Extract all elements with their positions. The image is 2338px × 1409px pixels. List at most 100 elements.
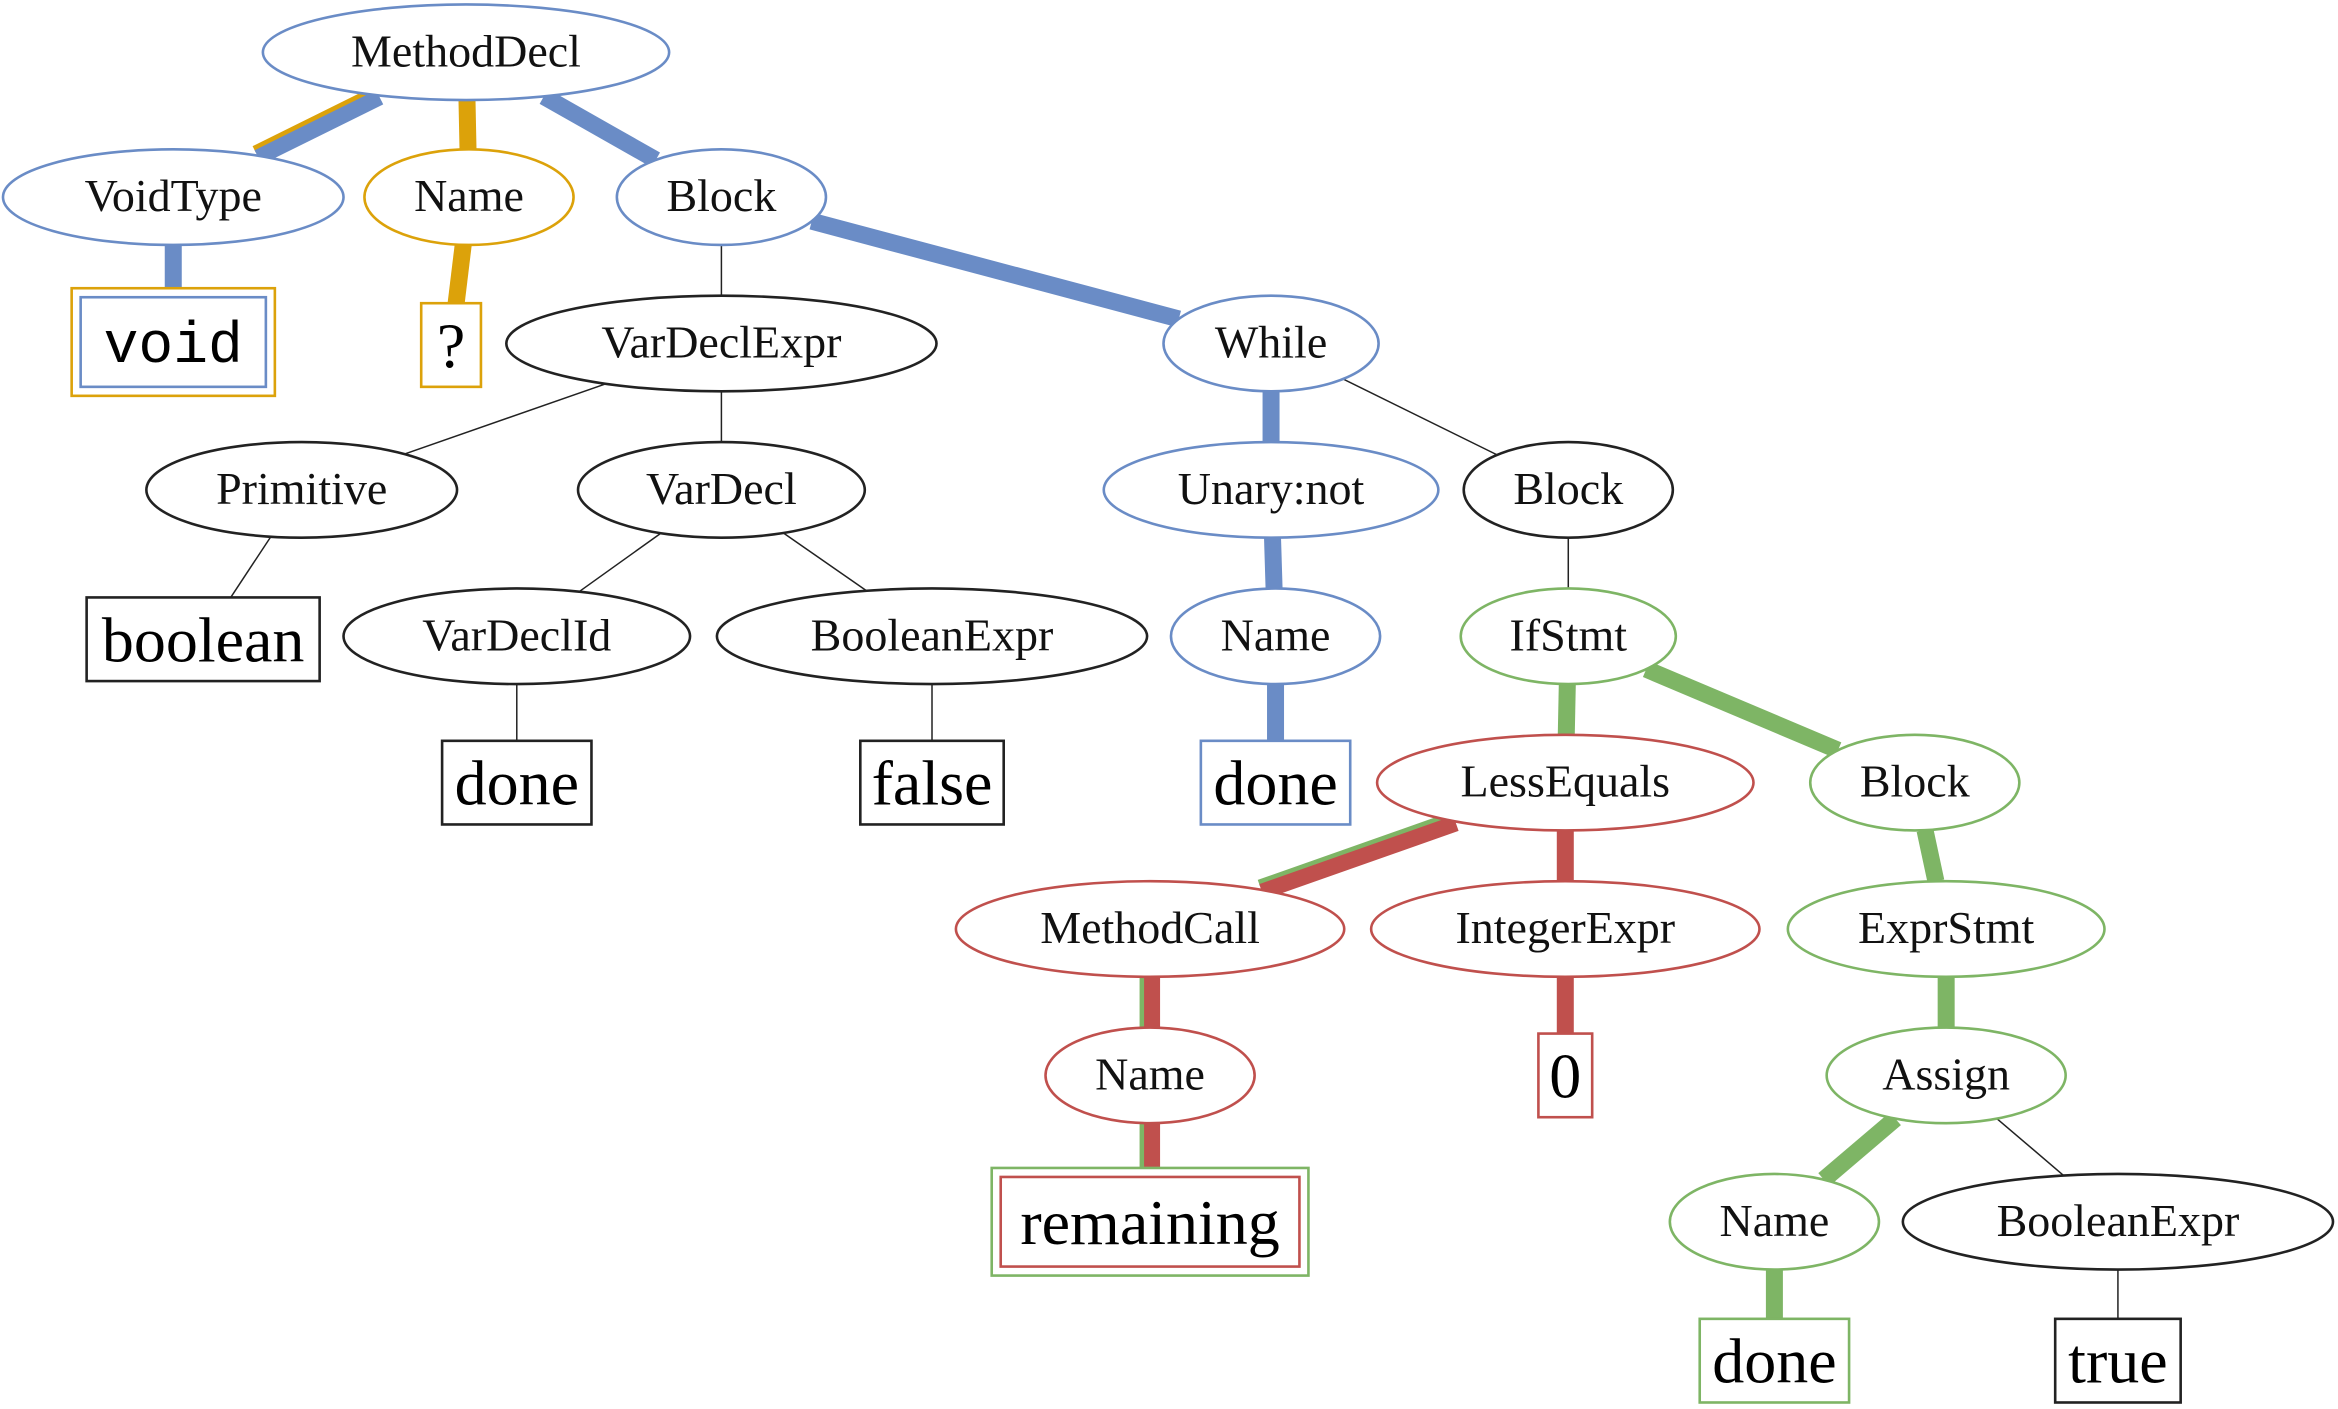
token-box-frame xyxy=(440,739,593,826)
token-box-frame xyxy=(1199,739,1352,826)
node-label: BooleanExpr xyxy=(811,609,1054,660)
tree-node-while: While xyxy=(1162,294,1380,393)
tree-node-block: Block xyxy=(615,148,828,247)
edge-n29-n30 xyxy=(1818,1112,1901,1187)
node-ellipse xyxy=(363,148,575,247)
token-box-frame xyxy=(859,739,1005,826)
node-ellipse xyxy=(1808,733,2021,832)
edge-line xyxy=(1264,537,1283,589)
token-box-frame xyxy=(999,1175,1301,1268)
node-ellipse xyxy=(342,587,692,686)
node-label: VarDecl xyxy=(646,463,797,514)
node-ellipse xyxy=(1462,440,1675,539)
token-text: ? xyxy=(437,310,465,381)
tree-node-name: Name xyxy=(363,148,575,247)
edge-line xyxy=(1342,378,1498,456)
node-label: BooleanExpr xyxy=(1997,1195,2240,1246)
tree-node-primitive: Primitive xyxy=(145,440,459,539)
node-label: Block xyxy=(1860,756,1970,807)
edge-n21-n22 xyxy=(1257,811,1459,900)
node-label: LessEquals xyxy=(1461,756,1671,807)
edge-line xyxy=(1916,828,1945,884)
edge-line xyxy=(230,536,272,598)
edge-n7-n8 xyxy=(404,383,607,455)
edge-n23-n24 xyxy=(1139,1123,1161,1171)
node-label: Primitive xyxy=(216,463,387,514)
tree-node-name: Name xyxy=(1169,587,1382,686)
tree-node-booleanexpr: BooleanExpr xyxy=(1901,1172,2335,1271)
edge-n20-n27 xyxy=(1642,661,1842,759)
node-label: IfStmt xyxy=(1509,609,1627,660)
node-label: ExprStmt xyxy=(1858,902,2035,953)
edge-line xyxy=(458,99,477,150)
token-box-frame xyxy=(2053,1317,2182,1404)
node-label: Unary:not xyxy=(1178,463,1365,514)
node-label: Assign xyxy=(1882,1048,2010,1099)
edge-line xyxy=(404,383,607,455)
tree-node-exprstmt: ExprStmt xyxy=(1786,879,2106,979)
token-box-frame xyxy=(1698,1317,1851,1404)
node-label: Name xyxy=(414,170,524,221)
edge-n1-n4 xyxy=(458,99,477,150)
edge-n29-n32 xyxy=(1996,1118,2065,1177)
node-label: While xyxy=(1215,317,1327,368)
node-label: IntegerExpr xyxy=(1455,902,1675,953)
token-text: remaining xyxy=(1020,1187,1279,1258)
node-label: MethodDecl xyxy=(351,25,581,76)
token-box-0: 0 xyxy=(1537,1032,1594,1119)
token-box-void: void xyxy=(70,286,277,398)
node-ellipse xyxy=(954,879,1346,979)
node-label: MethodCall xyxy=(1040,902,1260,953)
edge-line-inner xyxy=(1259,815,1459,900)
token-text: 0 xyxy=(1549,1040,1581,1111)
token-box-frame xyxy=(419,301,483,389)
edge-n22-n23 xyxy=(1139,976,1161,1028)
node-ellipse xyxy=(505,294,938,393)
tree-node-vardecl: VarDecl xyxy=(576,440,867,539)
token-box-frame xyxy=(1537,1032,1594,1119)
node-label: Name xyxy=(1095,1048,1205,1099)
node-ellipse xyxy=(145,440,459,539)
edge-line xyxy=(1818,1112,1901,1187)
edges-layer xyxy=(164,86,2119,1319)
tree-node-block: Block xyxy=(1462,440,1675,539)
nodes-layer: MethodDeclVoidTypevoidName?BlockVarDeclE… xyxy=(1,3,2335,1404)
edge-n27-n28 xyxy=(1916,828,1945,884)
node-ellipse xyxy=(1825,1026,2067,1125)
node-ellipse xyxy=(1044,1026,1256,1125)
tree-node-integerexpr: IntegerExpr xyxy=(1369,879,1761,979)
node-label: VarDeclExpr xyxy=(601,317,841,368)
token-text: done xyxy=(455,748,579,819)
edge-n6-n15 xyxy=(809,212,1181,328)
tree-node-block: Block xyxy=(1808,733,2021,832)
edge-line-inner xyxy=(254,90,384,165)
edge-line-outer xyxy=(252,86,378,153)
node-ellipse xyxy=(576,440,867,539)
node-ellipse xyxy=(1,148,345,247)
node-label: Block xyxy=(666,170,776,221)
token-box-true: true xyxy=(2053,1317,2182,1404)
edge-line xyxy=(782,532,867,592)
edge-line xyxy=(578,532,662,593)
token-box-: ? xyxy=(419,301,483,389)
node-ellipse xyxy=(615,148,828,247)
tree-node-lessequals: LessEquals xyxy=(1375,733,1755,832)
edge-line xyxy=(1557,683,1576,736)
node-ellipse xyxy=(715,587,1149,686)
edge-n4-n5 xyxy=(447,243,472,305)
node-ellipse xyxy=(1668,1172,1881,1271)
token-text: void xyxy=(104,315,243,380)
node-label: VoidType xyxy=(85,170,262,221)
tree-node-name: Name xyxy=(1668,1172,1881,1271)
tree-node-methoddecl: MethodDecl xyxy=(261,3,671,102)
node-ellipse xyxy=(1369,879,1761,979)
edge-n8-n9 xyxy=(230,536,272,598)
token-box-done: done xyxy=(440,739,593,826)
edge-n16-n17 xyxy=(1264,537,1283,589)
node-ellipse xyxy=(1459,587,1678,686)
node-label: Name xyxy=(1719,1195,1829,1246)
edge-n1-n6 xyxy=(539,89,660,168)
token-text: done xyxy=(1213,748,1337,819)
token-box-done: done xyxy=(1199,739,1352,826)
